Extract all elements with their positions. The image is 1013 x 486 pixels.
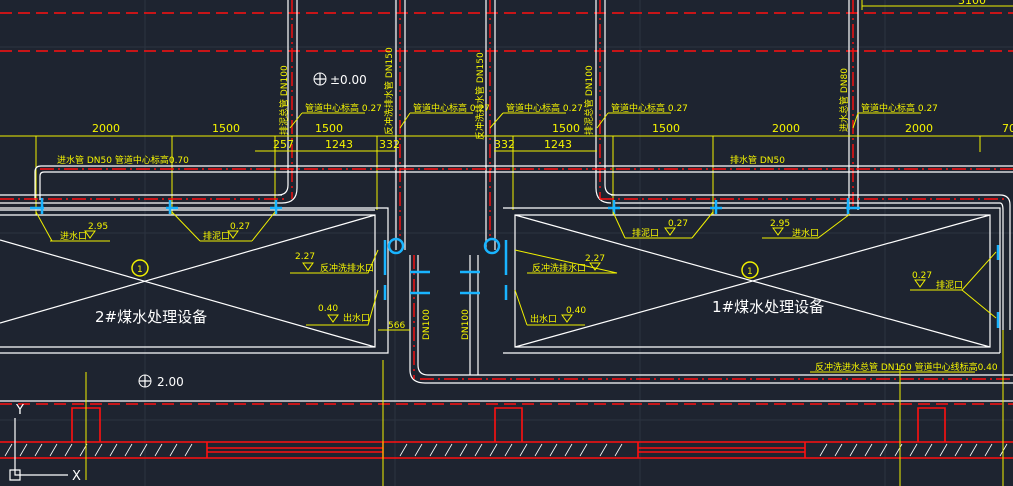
drawing-label: 出水口 — [343, 312, 370, 324]
drawing-label: Y — [15, 403, 24, 418]
drawing-label: 排泥口 — [203, 230, 230, 242]
drawing-label: 排泥总管 DN100 — [278, 65, 290, 135]
drawing-label: 0.40 — [318, 304, 338, 314]
drawing-label: 1500 — [552, 122, 580, 135]
drawing-label: 2000 — [92, 122, 120, 135]
drawing-label: 1500 — [212, 122, 240, 135]
drawing-label: 出水口 — [530, 313, 557, 325]
backwash-main-label: 反冲洗进水总管 DN150 管道中心线标高0.40 — [815, 361, 998, 373]
drain-pipe-label: 排水管 DN50 — [730, 154, 785, 166]
drawing-label: DN100 — [461, 309, 471, 340]
drawing-label: 进水口 — [792, 227, 819, 239]
drawing-label: 257 — [273, 138, 294, 151]
ucs-icon: Y X — [9, 403, 81, 484]
elevation-markers: ±0.00 2.00 — [138, 72, 367, 389]
drawing-label: 2#煤水处理设备 — [95, 308, 207, 326]
drawing-label: 2.27 — [585, 254, 605, 264]
drawing-label: 0.27 — [668, 219, 688, 229]
drawing-label: 2000 — [772, 122, 800, 135]
drawing-label: 1 — [747, 267, 753, 277]
drawing-label: 70 — [1002, 122, 1013, 135]
drawing-label: 3100 — [958, 0, 986, 7]
valves — [30, 198, 1000, 328]
vertical-pipe-labels: 排泥总管 DN100 反冲洗排水管 DN150 反冲洗排水管 DN150 排泥总… — [278, 47, 850, 340]
drawing-label: X — [72, 469, 81, 484]
pipe-center-labels: 管道中心标高 0.27 管道中心标高 0.27 管道中心标高 0.27 管道中心… — [289, 102, 938, 129]
drawing-label: 0.27 — [912, 271, 932, 281]
drawing-label: 0.27 — [230, 222, 250, 232]
drawing-label: 管道中心标高 0.27 — [305, 102, 382, 114]
drawing-label: 反冲洗排水口 — [320, 262, 374, 274]
drawing-label: 332 — [494, 138, 515, 151]
drawing-label: 排泥口 — [936, 279, 963, 291]
drawing-label: ±0.00 — [330, 73, 367, 87]
drawing-label: 1243 — [325, 138, 353, 151]
drawing-label: 1243 — [544, 138, 572, 151]
inlet-pipe-label: 进水管 DN50 管道中心标高0.70 — [57, 154, 189, 166]
drawing-label: 1500 — [652, 122, 680, 135]
drawing-label: 1500 — [315, 122, 343, 135]
drawing-label: 1 — [137, 265, 143, 275]
drawing-label: 2.00 — [157, 375, 184, 389]
drawing-label: 2.95 — [770, 219, 790, 229]
drawing-label: 2.95 — [88, 222, 108, 232]
dimension-lines: 2000 1500 1500 1500 1500 2000 2000 70 25… — [0, 122, 1013, 215]
drawing-label: 管道中心标高 0.27 — [861, 102, 938, 114]
drawing-label: 排泥总管 DN100 — [583, 65, 595, 135]
drawing-label: 反冲洗排水口 — [532, 262, 586, 274]
drawing-label: 566 — [388, 321, 405, 331]
drawing-label: 管道中心标高 0.27 — [506, 102, 583, 114]
right-unit-annotations: 排泥口 0.27 2.95 进水口 反冲洗排水口 2.27 出水口 0.40 0… — [514, 211, 997, 326]
tank-1 — [503, 207, 1001, 354]
drawing-label: 2.27 — [295, 252, 315, 262]
drawing-label: 0.40 — [566, 306, 586, 316]
drawing-label: 332 — [379, 138, 400, 151]
top-dimension: 3100 — [0, 0, 1013, 52]
drawing-label: 排泥口 — [632, 227, 659, 239]
drawing-label: 管道中心标高 0.27 — [611, 102, 688, 114]
horizontal-pipes — [0, 165, 1013, 330]
drawing-label: 管道中心标高 0.27 — [413, 102, 490, 114]
drawing-label: 1#煤水处理设备 — [712, 298, 824, 316]
foundation — [0, 330, 1013, 486]
drawing-label: 反冲洗排水管 DN150 — [383, 47, 395, 135]
drawing-label: 进水口 — [60, 230, 87, 242]
tank-2 — [0, 207, 389, 354]
drawing-label: 2000 — [905, 122, 933, 135]
drawing-label: DN100 — [422, 309, 432, 340]
drawing-label: 进水总管 DN80 — [838, 68, 850, 132]
left-unit-annotations: 进水口 2.95 排泥口 0.27 2.27 反冲洗排水口 0.40 出水口 5… — [35, 211, 410, 331]
drawing-label: 反冲洗排水管 DN150 — [474, 52, 486, 140]
